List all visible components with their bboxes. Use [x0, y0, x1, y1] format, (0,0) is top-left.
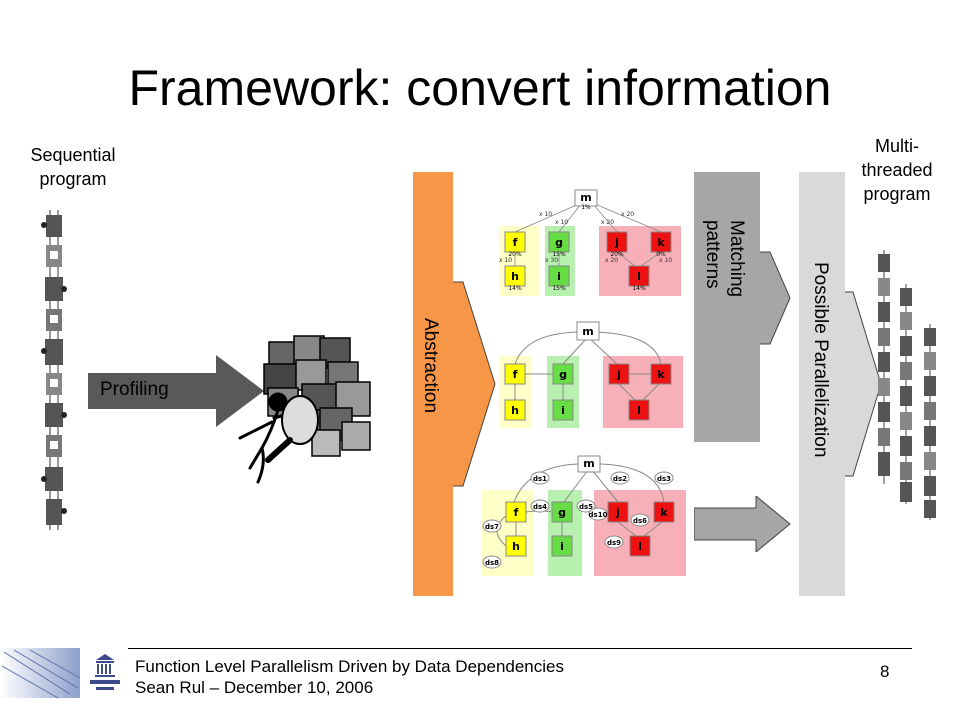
g3-node-l: l: [638, 540, 642, 553]
g1-pct-j: 20%: [610, 251, 624, 258]
g3-ds7: ds7: [485, 523, 499, 531]
g1-pct-h: 14%: [508, 285, 522, 292]
g2-node-m: m: [582, 325, 593, 338]
multithreaded-program-label: Multi- threaded program: [838, 134, 956, 206]
sequential-label-line2: program: [39, 169, 107, 189]
footer-text: Function Level Parallelism Driven by Dat…: [135, 656, 564, 698]
g1-edge-mk: x 20: [621, 211, 634, 218]
g3-ds2: ds2: [613, 475, 627, 483]
g2-node-h: h: [511, 404, 519, 417]
call-graph-profiled: m 1% f 20% g 15% j 20% k 0% h 14% i 15% …: [499, 189, 681, 296]
footer-divider: [128, 648, 912, 649]
sequential-program-train-icon: [41, 210, 67, 530]
g1-node-i: i: [557, 270, 561, 283]
g1-pct-g: 15%: [552, 251, 566, 258]
g3-ds9: ds9: [607, 539, 621, 547]
g2-node-g: g: [559, 368, 567, 381]
g3-node-f: f: [514, 506, 519, 519]
g3-node-k: k: [660, 506, 668, 519]
matching-patterns-label: Matching patterns: [700, 220, 748, 297]
g3-node-g: g: [558, 506, 566, 519]
g3-ds8: ds8: [485, 559, 499, 567]
g3-ds3: ds3: [657, 475, 671, 483]
g1-pct-m: 1%: [581, 204, 591, 211]
university-logo: [0, 648, 126, 699]
g3-node-j: j: [615, 506, 620, 519]
multi-label-line1: Multi-: [875, 136, 919, 156]
matching-patterns-arrow: [694, 172, 791, 442]
g1-pct-l: 14%: [632, 285, 646, 292]
multi-label-line3: program: [863, 184, 931, 204]
g3-node-h: h: [512, 540, 520, 553]
g1-node-m: m: [580, 191, 591, 204]
g1-pct-k: 0%: [656, 251, 666, 258]
g3-node-i: i: [560, 540, 564, 553]
footer-line1: Function Level Parallelism Driven by Dat…: [135, 657, 564, 676]
call-graph-data-dependencies: f m g j k h i l ds1 ds2 ds3 ds4 ds5 ds6 …: [482, 455, 686, 576]
page-number: 8: [880, 662, 890, 681]
multi-label-line2: threaded: [861, 160, 933, 180]
g2-node-k: k: [657, 368, 665, 381]
g3-ds1: ds1: [533, 475, 547, 483]
g1-edge-mf: x 10: [539, 211, 552, 218]
g1-node-k: k: [657, 236, 665, 249]
call-graph-abstract: m f g j k h i l: [499, 321, 683, 428]
g1-edge-fh: x 10: [499, 257, 512, 264]
g1-edge-mg: x 10: [555, 219, 568, 226]
g1-node-g: g: [555, 236, 563, 249]
abstraction-label: Abstraction: [420, 318, 441, 414]
g1-node-j: j: [614, 236, 619, 249]
g3-ds6: ds6: [633, 517, 647, 525]
g3-node-m: m: [583, 457, 594, 470]
g2-node-j: j: [616, 368, 621, 381]
graph3-to-parallelization-arrow: [694, 496, 791, 552]
abstraction-arrow: [413, 172, 496, 596]
multithreaded-program-trains-icon: [878, 250, 936, 520]
matching-label-line1: Matching: [726, 220, 747, 298]
g1-edge-jl: x 20: [605, 257, 618, 264]
sequential-label-line1: Sequential: [30, 145, 116, 165]
profiling-arrow: [88, 355, 264, 427]
g1-pct-i: 15%: [552, 285, 566, 292]
profiling-label: Profiling: [100, 379, 169, 400]
g2-node-l: l: [637, 404, 641, 417]
g1-node-h: h: [511, 270, 519, 283]
g1-node-f: f: [513, 236, 518, 249]
sequential-program-label: Sequential program: [10, 143, 136, 191]
g1-edge-gi: x 30: [545, 257, 558, 264]
matching-label-line2: patterns: [702, 220, 723, 289]
g3-ds4: ds4: [533, 503, 547, 511]
g1-edge-mj: x 20: [601, 219, 614, 226]
g2-node-f: f: [513, 368, 518, 381]
g1-edge-kl: x 10: [659, 257, 672, 264]
g2-node-i: i: [561, 404, 565, 417]
footer-line2: Sean Rul – December 10, 2006: [135, 678, 374, 697]
g1-node-l: l: [637, 270, 641, 283]
profiler-figure-icon: [238, 335, 371, 484]
g3-ds10: ds10: [589, 511, 608, 519]
possible-parallelization-label: Possible Parallelization: [810, 262, 831, 458]
g1-pct-f: 20%: [508, 251, 522, 258]
slide-title: Framework: convert information: [128, 60, 832, 116]
g3-ds5: ds5: [579, 503, 593, 511]
